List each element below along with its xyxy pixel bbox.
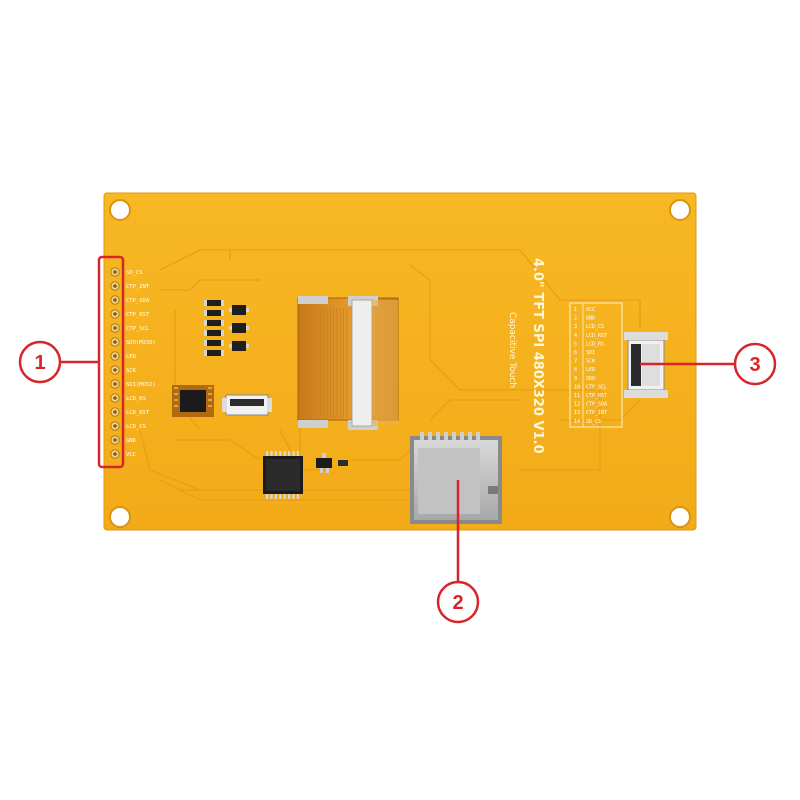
pinout-number: 12	[574, 402, 580, 408]
pcb-board	[103, 192, 697, 531]
header-pin	[110, 365, 120, 375]
pinout-label: CTP_INT	[586, 410, 607, 416]
pinout-number: 11	[574, 393, 580, 399]
callout-3: 3	[640, 342, 777, 386]
board-subtitle: Capacitive Touch	[507, 312, 517, 388]
pinout-number: 8	[574, 367, 577, 373]
pinout-label: SCK	[586, 359, 595, 365]
header-pin-label: CTP_SCL	[126, 326, 150, 332]
pinout-label: LED	[586, 367, 595, 373]
pinout-number: 14	[574, 419, 580, 425]
pinout-label: LCD_RST	[586, 333, 607, 339]
pinout-label: GND	[586, 316, 595, 322]
header-pin	[110, 337, 120, 347]
transistor	[316, 453, 348, 473]
pinout-number: 5	[574, 341, 577, 347]
sd-card-slot	[410, 432, 502, 524]
pinout-number: 3	[574, 324, 577, 330]
header-pin	[110, 407, 120, 417]
resistor	[206, 320, 222, 326]
header-pin	[110, 393, 120, 403]
pinout-number: 7	[574, 359, 577, 365]
header-pin-label: VCC	[126, 452, 136, 458]
left-pin-header: SD_CS CTP_INT CTP_SDA CTP_RST CTP_SCL SDO(MIS…	[97, 255, 156, 469]
header-pin	[110, 323, 120, 333]
silkscreen-text: 4.0" TFT SPI 480X320 V1.0 Capacitive Tou…	[507, 258, 545, 454]
touch-controller-chip	[172, 385, 214, 417]
header-pin-label: SDO(MISO)	[126, 340, 156, 346]
header-pin-label: SCK	[126, 368, 137, 374]
right-pinout-table: 1 VCC 2 GND 3 LCD_CS 4 LCD_RST 5 LCD_RS 6 SDI 7 SCK 8 L…	[569, 302, 623, 428]
callout-number-1: 1	[34, 352, 45, 374]
pinout-label: LCD_RS	[586, 341, 604, 347]
header-pin-label: LCD_RST	[126, 410, 150, 416]
pinout-label: CTP_SDA	[586, 402, 607, 408]
header-pin	[110, 281, 120, 291]
resistor	[206, 340, 222, 346]
resistor	[206, 310, 222, 316]
header-pin	[110, 295, 120, 305]
level-shifter-ic	[263, 451, 303, 499]
pinout-label: CTP_RST	[586, 393, 607, 399]
header-pin	[110, 379, 120, 389]
diode	[232, 305, 246, 315]
pinout-number: 2	[574, 316, 577, 322]
pinout-number: 9	[574, 376, 577, 382]
resistor	[206, 300, 222, 306]
pinout-label: SDO	[586, 376, 595, 382]
header-pin	[110, 309, 120, 319]
header-pin	[110, 351, 120, 361]
pinout-label: VCC	[586, 307, 595, 313]
callout-1: 1	[18, 340, 99, 384]
pinout-number: 13	[574, 410, 580, 416]
component-array	[204, 300, 249, 356]
diode	[232, 341, 246, 351]
callout-number-3: 3	[749, 354, 760, 376]
header-pin	[110, 421, 120, 431]
lcd-fpc-ribbon	[297, 296, 399, 430]
resistor	[206, 330, 222, 336]
header-pin-label: SD_CS	[126, 270, 143, 276]
touch-fpc-connector	[222, 394, 272, 416]
pinout-label: LCD_CS	[586, 324, 604, 330]
pinout-label: CTP_SCL	[586, 384, 607, 390]
pinout-number: 1	[574, 307, 577, 313]
header-pin-label: LED	[126, 354, 136, 360]
header-pin-label: CTP_RST	[126, 312, 150, 318]
pinout-label: SD_CS	[586, 419, 601, 425]
header-pin-label: GND	[126, 438, 136, 444]
header-pin-label: LCD_CS	[126, 424, 146, 430]
mounting-hole	[109, 199, 691, 528]
pinout-number: 10	[574, 384, 580, 390]
header-pin	[110, 435, 120, 445]
pinout-label: SDI	[586, 350, 595, 356]
callout-number-2: 2	[452, 592, 463, 614]
resistor	[206, 350, 222, 356]
callout-2: 2	[436, 480, 480, 624]
header-pin	[110, 267, 120, 277]
header-pin-label: SDI(MOSI)	[126, 382, 156, 388]
board-model-title: 4.0" TFT SPI 480X320 V1.0	[530, 258, 545, 454]
pinout-number: 6	[574, 350, 577, 356]
pinout-number: 4	[574, 333, 577, 339]
header-pin-label: LCD_RS	[126, 396, 146, 402]
header-pin-label: CTP_INT	[126, 284, 150, 290]
header-pin	[110, 449, 120, 459]
header-pin-label: CTP_SDA	[126, 298, 150, 304]
diode	[232, 323, 246, 333]
